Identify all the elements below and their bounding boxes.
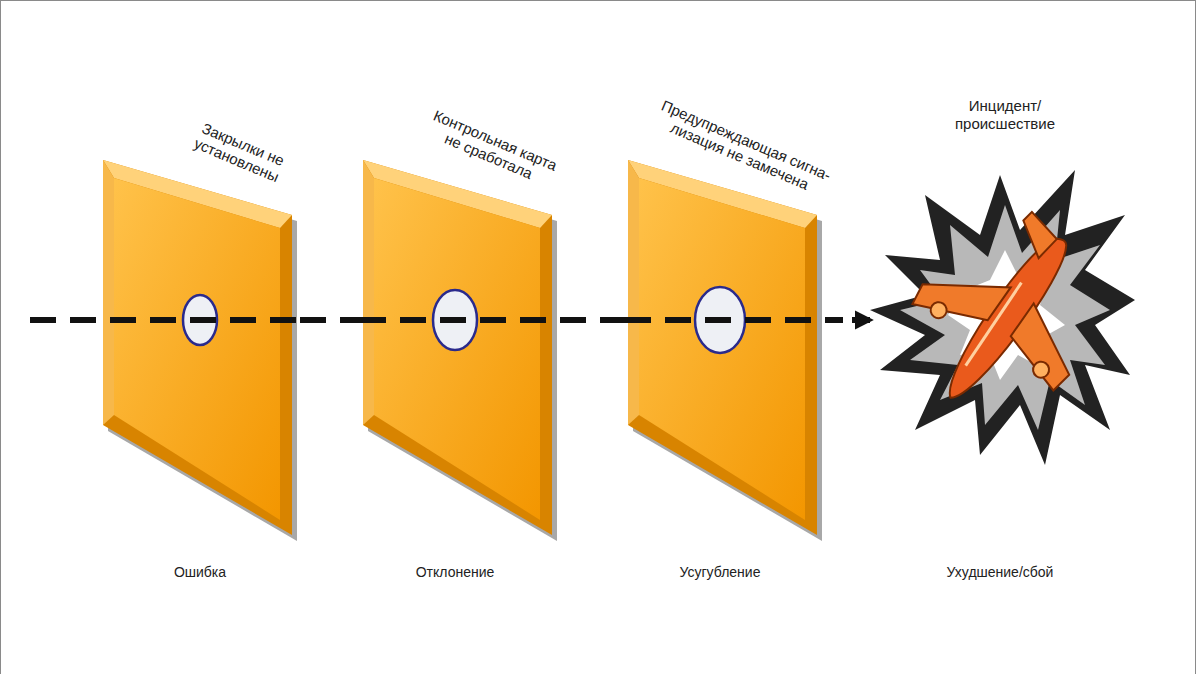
slab-hole	[183, 295, 217, 345]
barrier-heading: Контрольная карта не сработала	[416, 103, 567, 193]
explosion-inner	[900, 205, 1110, 430]
airplane-windows	[964, 283, 1023, 366]
slab-face	[374, 178, 540, 520]
slab-bevel	[628, 160, 639, 425]
slab-face	[114, 178, 280, 520]
slab-hole	[695, 287, 745, 353]
airplane-engine	[928, 299, 950, 321]
stage-label: Ухудшение/сбой	[947, 564, 1054, 580]
airplane-wing	[999, 303, 1091, 392]
barrier-slab: Контрольная карта не сработала	[360, 80, 560, 550]
slab-face	[639, 178, 805, 520]
hazard-path	[30, 317, 825, 323]
slab-bevel	[363, 160, 374, 425]
connector	[825, 317, 870, 323]
airplane-wing	[910, 245, 1011, 345]
slab-frame	[628, 160, 817, 535]
explosion-outer	[870, 170, 1135, 465]
incident-heading: Инцидент/ происшествие	[940, 97, 1070, 133]
connector	[300, 317, 360, 323]
connector	[560, 317, 625, 323]
hazard-dash	[30, 317, 300, 323]
barrier-slab: Предупреждающая сигна- лизация не замече…	[625, 80, 825, 550]
airplane-engine	[1030, 359, 1052, 381]
slab-bevel	[103, 160, 114, 425]
stage-label: Отклонение	[416, 564, 495, 580]
barrier-heading: Закрылки не установлены	[178, 113, 302, 191]
slab-frame	[103, 160, 292, 535]
slab-hole	[433, 290, 477, 350]
stage-label: Усугубление	[680, 564, 761, 580]
slab-frame	[363, 160, 552, 535]
explosion-outline	[870, 85, 1140, 485]
incident-burst: Инцидент/ происшествие	[870, 85, 1140, 485]
hazard-dash	[625, 317, 825, 323]
airplane-tail	[1011, 211, 1062, 261]
hazard-dash	[360, 317, 560, 323]
airplane-illustration	[878, 184, 1133, 446]
barrier-slab: Закрылки не установлены	[100, 80, 300, 550]
stage-label: Ошибка	[174, 564, 226, 580]
